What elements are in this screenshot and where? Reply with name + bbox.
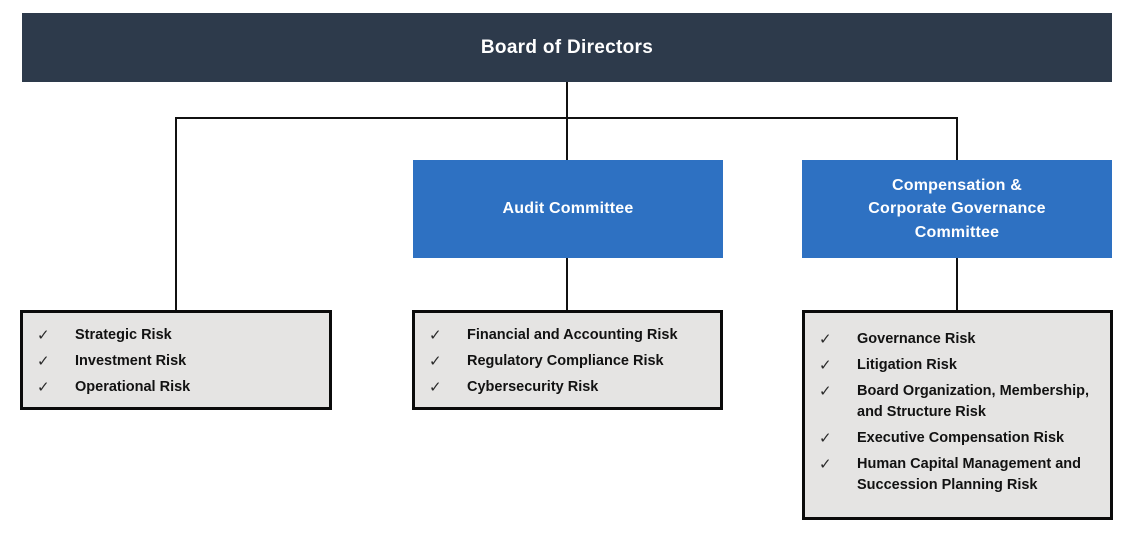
connector-audit-drop-lower [566, 258, 568, 310]
risk-list-item: ✓ Strategic Risk [37, 325, 323, 346]
check-icon: ✓ [819, 331, 832, 348]
risk-list-item: ✓ Board Organization, Membership, and St… [819, 381, 1104, 423]
audit-risk-list: ✓ Financial and Accounting Risk ✓ Regula… [412, 310, 723, 410]
risk-label: Governance Risk [857, 331, 976, 347]
connector-left-drop [175, 117, 177, 310]
board-risk-list: ✓ Strategic Risk ✓ Investment Risk ✓ Ope… [20, 310, 332, 410]
check-icon: ✓ [37, 379, 50, 396]
risk-list-item: ✓ Human Capital Management and Successio… [819, 454, 1104, 496]
check-icon: ✓ [37, 353, 50, 370]
check-icon: ✓ [819, 430, 832, 447]
risk-label: Cybersecurity Risk [467, 379, 599, 395]
risk-list-item: ✓ Executive Compensation Risk [819, 428, 1104, 449]
board-title: Board of Directors [480, 36, 654, 58]
risk-list-item: ✓ Litigation Risk [819, 355, 1104, 376]
check-icon: ✓ [429, 327, 442, 344]
check-icon: ✓ [819, 357, 832, 374]
risk-list-item: ✓ Cybersecurity Risk [429, 377, 714, 398]
connector-comp-drop-lower [956, 258, 958, 310]
connector-horizontal [175, 117, 958, 119]
risk-label: Litigation Risk [857, 357, 957, 373]
board-of-directors-box: Board of Directors [22, 13, 1112, 82]
connector-right-drop-upper [956, 117, 958, 160]
risk-label: Financial and Accounting Risk [467, 327, 678, 343]
compensation-risk-list: ✓ Governance Risk ✓ Litigation Risk ✓ Bo… [802, 310, 1113, 520]
audit-committee-title: Audit Committee [502, 200, 634, 218]
check-icon: ✓ [429, 353, 442, 370]
risk-label: Executive Compensation Risk [857, 430, 1065, 446]
risk-label: Operational Risk [75, 379, 191, 395]
audit-committee-box: Audit Committee [413, 160, 723, 258]
check-icon: ✓ [819, 456, 832, 473]
risk-label: Investment Risk [75, 353, 187, 369]
risk-label: Board Organization, Membership, and Stru… [857, 383, 1090, 420]
compensation-committee-box: Compensation & Corporate Governance Comm… [802, 160, 1112, 258]
risk-label: Regulatory Compliance Risk [467, 353, 664, 369]
compensation-committee-title: Compensation & Corporate Governance Comm… [868, 177, 1046, 241]
risk-list-item: ✓ Regulatory Compliance Risk [429, 351, 714, 372]
risk-list-item: ✓ Governance Risk [819, 329, 1104, 350]
check-icon: ✓ [37, 327, 50, 344]
check-icon: ✓ [819, 383, 832, 400]
connector-board-stem [566, 82, 568, 160]
risk-list-item: ✓ Investment Risk [37, 351, 323, 372]
check-icon: ✓ [429, 379, 442, 396]
risk-label: Human Capital Management and Succession … [857, 456, 1081, 493]
risk-label: Strategic Risk [75, 327, 172, 343]
risk-list-item: ✓ Financial and Accounting Risk [429, 325, 714, 346]
risk-list-item: ✓ Operational Risk [37, 377, 323, 398]
